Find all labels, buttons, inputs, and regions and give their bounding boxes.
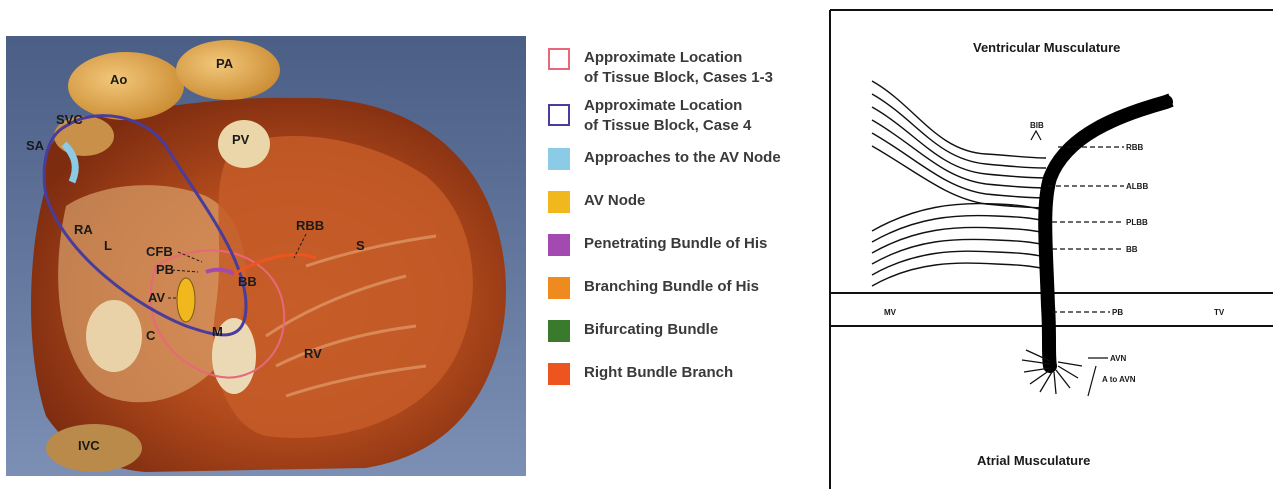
legend-swatch-orange (548, 277, 570, 299)
legend-item-approaches: Approaches to the AV Node (548, 148, 833, 170)
label-mv: MV (884, 308, 897, 317)
label-cfb: CFB (146, 244, 173, 259)
heart-photo-drawing: Ao PA SVC SA PV RA L CFB PB BB RBB S AV … (6, 36, 526, 476)
label-pb-schematic: PB (1112, 308, 1123, 317)
label-s: S (356, 238, 365, 253)
legend-swatch-purple-outline (548, 104, 570, 126)
ventricular-fibers (872, 81, 1050, 208)
legend-item-bifurcating-bundle: Bifurcating Bundle (548, 320, 833, 342)
label-m: M (212, 324, 223, 339)
legend-label: Approximate Location of Tissue Block, Ca… (584, 48, 773, 88)
label-ao: Ao (110, 72, 127, 87)
label-a-to-avn: A to AVN (1102, 375, 1136, 384)
limbus-region (86, 300, 142, 372)
label-avn: AVN (1110, 354, 1127, 363)
label-rbb-schematic: RBB (1126, 143, 1144, 152)
legend-label: Approximate Location of Tissue Block, Ca… (584, 96, 751, 136)
legend-item-tissue-block-cases-1-3: Approximate Location of Tissue Block, Ca… (548, 48, 833, 88)
label-rbb: RBB (296, 218, 324, 233)
his-bundle-tip (1166, 100, 1171, 102)
label-sa: SA (26, 138, 45, 153)
label-ivc: IVC (78, 438, 100, 453)
legend-item-tissue-block-case-4: Approximate Location of Tissue Block, Ca… (548, 96, 833, 136)
legend-swatch-red-orange (548, 363, 570, 385)
legend-item-branching-bundle: Branching Bundle of His (548, 277, 833, 299)
a-to-avn-leader (1088, 366, 1096, 396)
label-pb: PB (156, 262, 174, 277)
label-pa: PA (216, 56, 234, 71)
bib-arrow (1031, 131, 1041, 140)
label-ra: RA (74, 222, 93, 237)
label-c: C (146, 328, 156, 343)
lower-fibers (872, 204, 1050, 286)
label-l: L (104, 238, 112, 253)
label-albb: ALBB (1126, 182, 1148, 191)
conduction-schematic: Ventricular Musculature Atrial Musculatu… (826, 6, 1273, 489)
atrial-title: Atrial Musculature (977, 453, 1090, 468)
legend-item-right-bundle-branch: Right Bundle Branch (548, 363, 833, 385)
legend-swatch-green (548, 320, 570, 342)
schematic-drawing: Ventricular Musculature Atrial Musculatu… (826, 6, 1273, 489)
legend-swatch-pink-outline (548, 48, 570, 70)
ventricular-title: Ventricular Musculature (973, 40, 1120, 55)
label-svc: SVC (56, 112, 83, 127)
label-av: AV (148, 290, 165, 305)
legend-swatch-light-blue (548, 148, 570, 170)
legend-item-av-node: AV Node (548, 191, 833, 213)
label-plbb: PLBB (1126, 218, 1148, 227)
legend-item-penetrating-bundle: Penetrating Bundle of His (548, 234, 833, 256)
heart-photo: Ao PA SVC SA PV RA L CFB PB BB RBB S AV … (6, 36, 526, 476)
label-bib: BIB (1030, 121, 1044, 130)
label-pv: PV (232, 132, 250, 147)
label-bb: BB (238, 274, 257, 289)
av-node (177, 278, 195, 322)
legend-swatch-yellow (548, 191, 570, 213)
legend: Approximate Location of Tissue Block, Ca… (548, 48, 833, 385)
label-tv: TV (1214, 308, 1225, 317)
legend-swatch-purple (548, 234, 570, 256)
label-rv: RV (304, 346, 322, 361)
label-bb-schematic: BB (1126, 245, 1138, 254)
